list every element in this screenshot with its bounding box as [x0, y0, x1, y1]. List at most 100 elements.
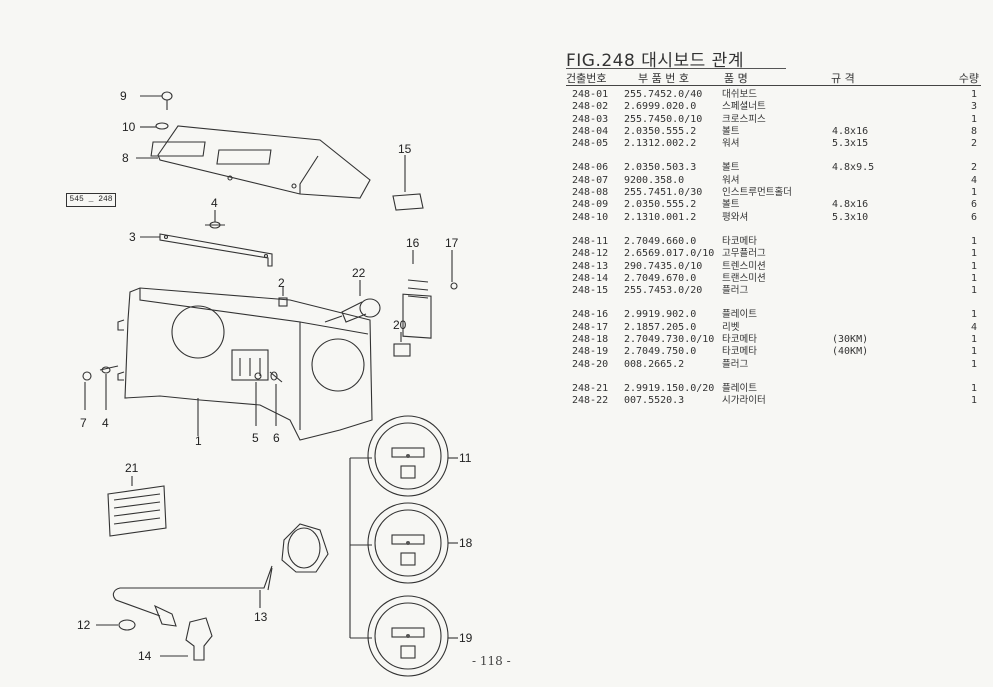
- row-code: 248-16: [572, 309, 609, 321]
- cigar-lighter-22-shape: [324, 280, 381, 323]
- callout-7: 7: [80, 416, 87, 430]
- row-part-no: 2.0350.555.2: [624, 125, 697, 137]
- row-code: 248-14: [572, 272, 609, 284]
- row-code: 248-07: [572, 174, 609, 186]
- row-part-no: 255.7453.0/20: [624, 285, 703, 297]
- row-part-no: 2.1312.002.2: [624, 138, 697, 150]
- row-name: 스페셜너트: [722, 101, 766, 113]
- row-name: 타코메타: [722, 346, 757, 358]
- callout-4-bottom: 4: [102, 416, 109, 430]
- row-part-no: 2.6999.020.0: [624, 101, 697, 113]
- row-name: 플러그: [722, 285, 749, 297]
- row-part-no: 2.1310.001.2: [624, 211, 697, 223]
- row-code: 248-10: [572, 211, 609, 223]
- row-qty: 1: [970, 309, 977, 321]
- row-qty: 1: [970, 272, 977, 284]
- row-qty: 6: [970, 211, 977, 223]
- row-part-no: 2.0350.555.2: [624, 199, 697, 211]
- row-code: 248-02: [572, 101, 609, 113]
- row-spec: 5.3x10: [832, 211, 869, 223]
- row-part-no: 2.7049.730.0/10: [624, 334, 715, 346]
- row-spec: (40KM): [832, 346, 869, 358]
- table-row: 248-10 2.1310.001.2 평와셔 5.3x10 6: [572, 212, 977, 224]
- callout-12: 12: [77, 618, 91, 632]
- screw-9-shape: [140, 91, 173, 110]
- row-part-no: 290.7435.0/10: [624, 260, 703, 272]
- row-part-no: 2.7049.750.0: [624, 346, 697, 358]
- row-code: 248-05: [572, 138, 609, 150]
- row-code: 248-06: [572, 162, 609, 174]
- callout-4-top: 4: [211, 196, 218, 210]
- header-part-no: 부 품 번 호: [638, 72, 689, 85]
- row-qty: 4: [970, 174, 977, 186]
- callout-10: 10: [122, 120, 136, 134]
- row-part-no: 2.9919.902.0: [624, 309, 697, 321]
- callout-13: 13: [254, 610, 268, 624]
- row-name: 볼트: [722, 162, 740, 174]
- plate-21-shape: [107, 476, 167, 537]
- tachometer-19-shape: [367, 595, 458, 677]
- row-spec: 4.8x16: [832, 199, 869, 211]
- row-qty: 2: [970, 162, 977, 174]
- rivet-17-shape: [450, 250, 458, 290]
- clip-10-shape: [140, 122, 169, 130]
- row-qty: 6: [970, 199, 977, 211]
- row-qty: 1: [970, 89, 977, 100]
- plate-16-shape: [402, 250, 432, 339]
- row-code: 248-11: [572, 235, 609, 247]
- row-code: 248-22: [572, 395, 609, 407]
- nut-2-shape: [278, 286, 288, 307]
- row-spec: 5.3x15: [832, 138, 869, 150]
- row-qty: 1: [970, 382, 977, 394]
- row-code: 248-18: [572, 334, 609, 346]
- figure-reference-box: 545 _ 248: [66, 193, 116, 207]
- callout-5: 5: [252, 431, 259, 445]
- row-name: 트렌스미션: [722, 260, 766, 272]
- row-name: 워셔: [722, 138, 740, 150]
- row-name: 평와셔: [722, 211, 749, 223]
- callout-8: 8: [122, 151, 129, 165]
- row-qty: 1: [970, 260, 977, 272]
- row-spec: 4.8x9.5: [832, 162, 875, 174]
- callout-22: 22: [352, 266, 366, 280]
- callout-16: 16: [406, 236, 420, 250]
- row-qty: 1: [970, 285, 977, 297]
- row-qty: 1: [970, 113, 977, 125]
- row-part-no: 255.7451.0/30: [624, 187, 703, 199]
- cross-piece-3-shape: [140, 233, 273, 267]
- row-code: 248-19: [572, 346, 609, 358]
- row-name: 플러그: [722, 358, 749, 370]
- row-qty: 1: [970, 235, 977, 247]
- figure-title: FIG.248 대시보드 관계: [566, 46, 786, 71]
- exploded-view-drawing: [82, 91, 458, 677]
- plug-20-shape: [393, 332, 411, 357]
- row-name: 볼트: [722, 199, 740, 211]
- row-code: 248-08: [572, 187, 609, 199]
- header-name: 품 명: [724, 72, 748, 85]
- row-qty: 1: [970, 395, 977, 407]
- row-name: 고무플러그: [722, 248, 766, 260]
- parts-table-header: 건출번호 부 품 번 호 품 명 규 격 수량: [566, 70, 981, 86]
- callout-21: 21: [125, 461, 139, 475]
- table-row: 248-15 255.7453.0/20 플러그 1: [572, 285, 977, 297]
- rubber-plug-12-shape: [96, 619, 136, 631]
- row-part-no: 2.7049.670.0: [624, 272, 697, 284]
- row-part-no: 007.5520.3: [624, 395, 685, 407]
- figure-title-text: FIG.248 대시보드 관계: [566, 51, 744, 71]
- row-name: 트랜스미션: [722, 272, 766, 284]
- row-code: 248-15: [572, 285, 609, 297]
- row-code: 248-12: [572, 248, 609, 260]
